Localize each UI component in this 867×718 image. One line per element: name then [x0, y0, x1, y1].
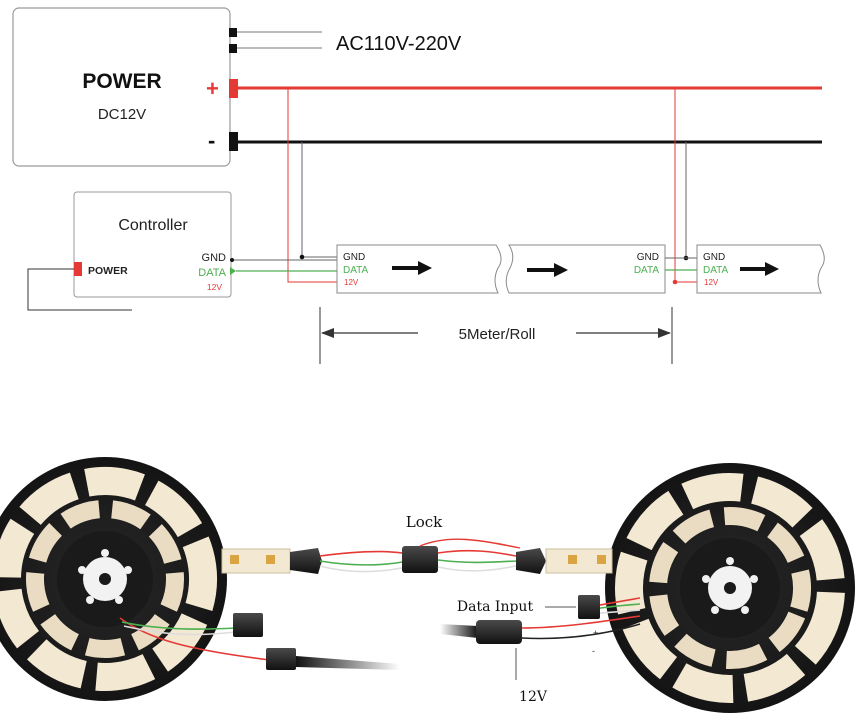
left-reel-hub-hole — [99, 573, 111, 585]
strip-segment-3: GND DATA 12V — [696, 244, 825, 294]
lock-wire-green — [319, 560, 403, 566]
right-reel-hole-4 — [711, 606, 719, 614]
controller-power-label: POWER — [88, 265, 128, 277]
right-strip-led-1 — [568, 555, 577, 564]
dimension-arrowhead-left — [321, 328, 334, 338]
lock-connector — [402, 546, 438, 573]
left-tail-cable — [296, 656, 400, 670]
ac-input-label: AC110V-220V — [336, 33, 462, 55]
dimension-label: 5Meter/Roll — [459, 326, 536, 343]
ac-terminal-1 — [229, 28, 237, 37]
right-reel-hole-2 — [750, 575, 758, 583]
right-reel-hole-5 — [702, 575, 710, 583]
power-supply: POWER DC12V AC110V-220V + - — [12, 7, 462, 167]
left-strip-plug — [290, 548, 322, 574]
length-dimension: 5Meter/Roll — [319, 307, 673, 364]
right-led-reel — [605, 463, 855, 713]
left-tail-plug — [266, 648, 296, 670]
left-reel-hole-1 — [101, 549, 109, 557]
left-reel-strip-ring-inner — [26, 500, 184, 658]
lock-label: Lock — [406, 513, 443, 531]
lock-wire-white — [319, 565, 403, 573]
controller-gnd-pin — [230, 258, 234, 262]
controller: Controller POWER GND DATA 12V — [73, 191, 236, 298]
strip-2-gnd-label: GND — [637, 252, 659, 263]
controller-power-lead — [27, 268, 132, 311]
lock-power-red — [419, 538, 521, 549]
left-reel-hole-3 — [115, 596, 123, 604]
junction-dot-3 — [672, 279, 678, 285]
left-reel-hole-2 — [124, 566, 132, 574]
left-reel-strip-ring — [0, 467, 217, 691]
left-tail-wire-red — [119, 617, 271, 661]
right-strip-led-2 — [597, 555, 606, 564]
lock-wire-red — [319, 550, 403, 557]
controller-power-port — [74, 262, 82, 276]
arrow-right-icon — [765, 262, 779, 276]
strip-segment-1: GND DATA 12V — [336, 244, 502, 294]
arrow-right-icon — [418, 261, 432, 275]
strip-3-gnd-label: GND — [703, 252, 725, 263]
left-reel-hole-4 — [86, 596, 94, 604]
controller-data-label: DATA — [198, 267, 226, 279]
plus-sign: + — [206, 76, 219, 101]
negative-terminal — [229, 132, 238, 151]
strip-1-gnd-label: GND — [343, 252, 365, 263]
controller-data-pin — [230, 267, 236, 275]
arrow-right-icon — [554, 263, 568, 277]
right-strip-plug — [516, 548, 546, 574]
right-reel-hub-hole — [724, 582, 736, 594]
left-strip-led-2 — [266, 555, 275, 564]
minus-sign: - — [208, 128, 215, 153]
strip-3-12v-label: 12V — [704, 278, 719, 287]
power-12v-label: 12V — [519, 689, 548, 705]
strip-segment-2-body — [505, 244, 666, 294]
junction-dot-1 — [299, 254, 305, 260]
left-tail-connector — [233, 613, 263, 637]
power-cable — [440, 624, 478, 638]
lock-out-green — [437, 559, 517, 564]
positive-drop-1 — [287, 88, 337, 283]
controller-12v-label: 12V — [207, 282, 222, 292]
right-reel-strip-ring-inner — [649, 507, 811, 669]
left-reel-hole-5 — [78, 566, 86, 574]
power-minus-sign: - — [592, 646, 595, 656]
strip-segment-2: GND DATA — [505, 244, 666, 294]
strip-2-data-label: DATA — [634, 265, 660, 276]
strip-1-12v-label: 12V — [344, 278, 359, 287]
positive-terminal — [229, 79, 238, 98]
lock-out-white — [437, 565, 517, 572]
left-tail-wire-green — [121, 621, 236, 630]
data-input-label: Data Input — [457, 599, 534, 615]
strip-3-data-label: DATA — [703, 265, 729, 276]
power-supply-rating: DC12V — [98, 106, 146, 123]
ground-drop-1 — [301, 142, 337, 258]
power-wire-red — [521, 615, 641, 629]
right-reel-strip-ring — [615, 473, 845, 703]
controller-box — [73, 191, 232, 298]
dimension-arrowhead-right — [658, 328, 671, 338]
strip-1-data-label: DATA — [343, 265, 369, 276]
lock-out-red — [437, 549, 517, 557]
controller-title: Controller — [118, 217, 188, 234]
left-strip-led-1 — [230, 555, 239, 564]
ac-terminal-2 — [229, 44, 237, 53]
ground-drop-2 — [685, 142, 697, 259]
power-plus-sign: + — [593, 628, 598, 638]
power-wire-black — [521, 623, 641, 640]
left-led-reel — [0, 457, 227, 701]
left-tail-wire-white — [123, 625, 236, 636]
right-reel-hole-1 — [726, 557, 734, 565]
power-barrel-connector — [476, 620, 522, 644]
right-reel-hole-3 — [741, 606, 749, 614]
controller-gnd-label: GND — [202, 252, 227, 264]
data-input-connector — [578, 595, 600, 619]
power-supply-title: POWER — [82, 70, 161, 93]
